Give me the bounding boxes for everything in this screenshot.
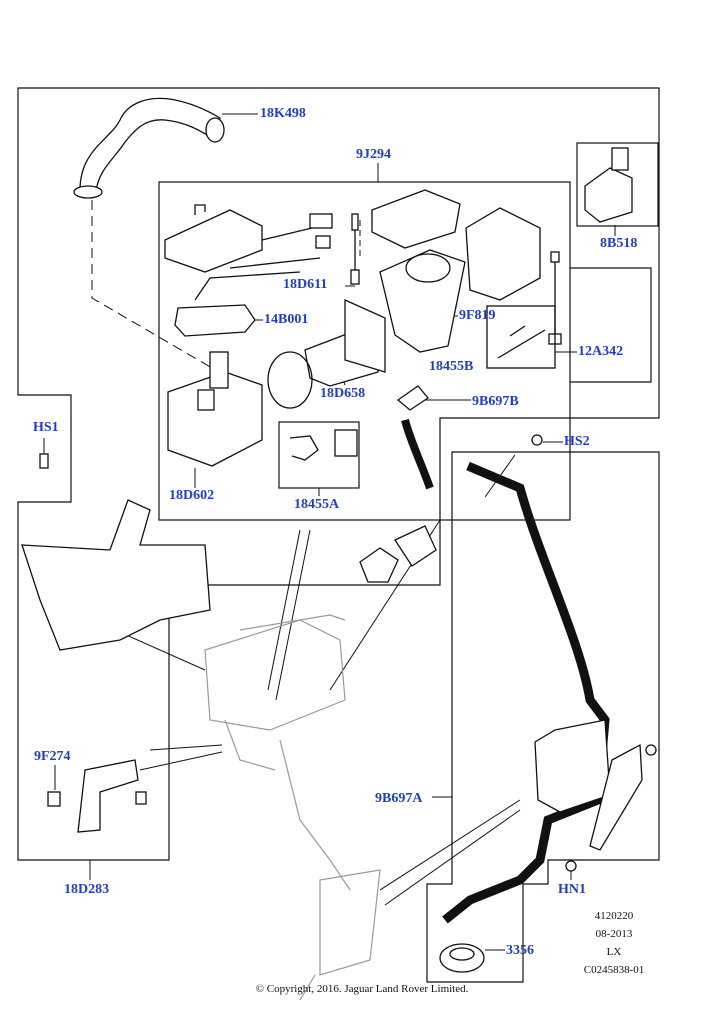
ref-code: C0245838-01 — [583, 964, 645, 976]
vehicle-context — [204, 614, 381, 1001]
callout-18K498[interactable]: 18K498 — [260, 106, 306, 121]
ref-number: 4120220 — [594, 910, 634, 922]
ref-date: 08-2013 — [595, 928, 633, 940]
heater-cover — [164, 209, 263, 273]
callout-9J294[interactable]: 9J294 — [356, 147, 391, 162]
callout-8B518[interactable]: 8B518 — [600, 236, 638, 251]
callout-18D658[interactable]: 18D658 — [320, 386, 366, 401]
pump-box — [576, 142, 659, 227]
callout-14B001[interactable]: 14B001 — [264, 312, 309, 327]
heater-kit-right-step — [570, 267, 652, 383]
control-unit — [371, 189, 461, 249]
ref-model: LX — [606, 946, 622, 958]
callout-HS1[interactable]: HS1 — [33, 420, 59, 435]
coolant-hose — [79, 97, 221, 193]
clip-bracket — [77, 759, 139, 833]
callout-9B697A[interactable]: 9B697A — [375, 791, 423, 806]
callout-18D283[interactable]: 18D283 — [64, 882, 110, 897]
callout-HN1[interactable]: HN1 — [558, 882, 586, 897]
heater-kit-box — [158, 181, 571, 521]
callout-18455A[interactable]: 18455A — [294, 497, 340, 512]
callout-12A342[interactable]: 12A342 — [578, 344, 624, 359]
callout-9F274[interactable]: 9F274 — [34, 749, 71, 764]
outer-frame — [17, 87, 660, 861]
callout-9F819[interactable]: 9F819 — [459, 308, 496, 323]
callout-9B697B[interactable]: 9B697B — [472, 394, 519, 409]
callout-18D602[interactable]: 18D602 — [169, 488, 215, 503]
heater-mount — [174, 304, 256, 337]
exhaust-pipe — [442, 461, 610, 924]
callout-18455B[interactable]: 18455B — [429, 359, 474, 374]
callout-3356[interactable]: 3356 — [506, 943, 534, 958]
heater-bracket — [21, 499, 211, 651]
coolant-pump — [584, 167, 633, 223]
exhaust-frame — [426, 451, 660, 983]
callout-HS2[interactable]: HS2 — [564, 434, 590, 449]
copyright: © Copyright, 2016. Jaguar Land Rover Lim… — [255, 983, 469, 995]
callout-18D611[interactable]: 18D611 — [283, 277, 328, 292]
